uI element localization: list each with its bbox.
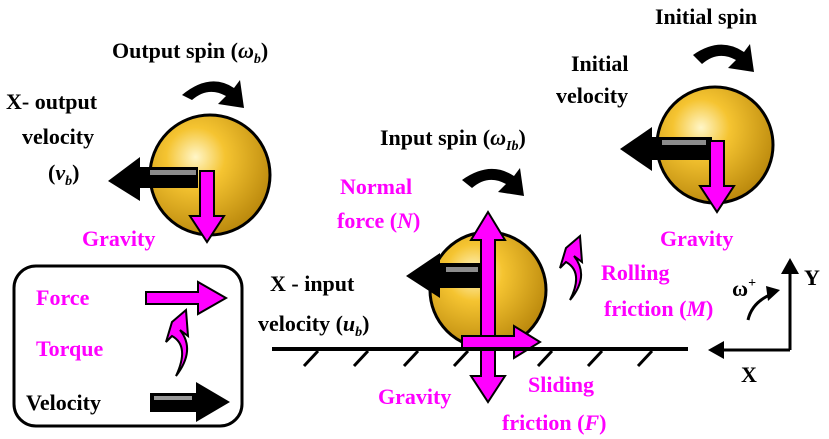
sliding-friction-label-2: friction (F) [502,410,606,435]
gravity-left-label: Gravity [82,226,155,251]
normal-force-arrow [469,210,507,346]
coordinate-axes [708,258,799,359]
gravity-bottom-label: Gravity [378,384,451,409]
sliding-friction-label-1: Sliding [528,372,594,397]
legend-force-label: Force [36,285,90,310]
output-gravity-arrow [188,170,226,244]
initial-velocity-label-1: Initial [571,51,628,76]
axis-x-label: X [741,362,757,387]
legend-box [12,264,244,428]
legend-torque-label: Torque [36,336,103,361]
x-input-label-2: velocity (ub) [258,311,369,340]
initial-spin-arrow [693,44,754,72]
normal-force-label-1: Normal [340,174,412,199]
omega-plus-label: ω+ [732,276,756,301]
rolling-friction-label-2: friction (M) [604,296,713,321]
legend-velocity-arrow [150,382,230,422]
legend-torque-icon [165,307,190,377]
initial-velocity-arrow [620,127,712,171]
input-velocity-arrow [406,253,480,298]
x-output-label-3: (vb) [48,160,79,189]
x-input-label-1: X - input [270,271,355,296]
output-spin-arrow [182,80,244,108]
output-spin-label: Output spin (ωb) [112,38,268,67]
x-output-label-2: velocity [22,124,94,149]
legend-velocity-label: Velocity [26,390,101,415]
x-output-label-1: X- output [6,89,98,114]
input-spin-arrow [462,168,524,196]
initial-spin-label: Initial spin [655,4,757,29]
initial-velocity-label-2: velocity [556,83,628,108]
rolling-friction-torque [559,233,584,301]
input-spin-label: Input spin (ωIb) [380,125,526,154]
output-velocity-arrow [108,157,198,201]
normal-force-label-2: force (N) [337,208,420,233]
rolling-friction-label-1: Rolling [601,260,669,285]
gravity-right-label: Gravity [660,226,733,251]
ground-hatching [302,349,654,368]
legend-force-arrow [145,280,229,316]
initial-gravity-arrow [698,140,736,214]
axis-y-label: Y [804,265,820,290]
